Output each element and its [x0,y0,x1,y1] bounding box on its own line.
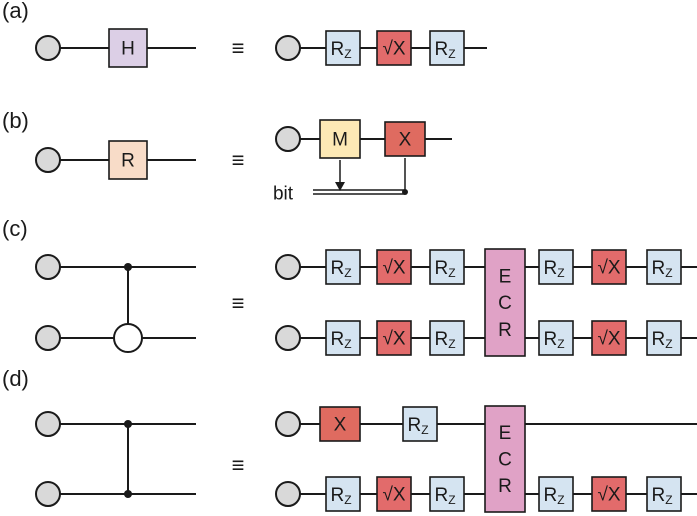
rz-gate-label: RZ [651,258,672,281]
rz-gate [429,30,465,66]
panel-label: (a) [2,0,29,23]
reset-gate-label: R [121,151,135,172]
ecr-gate-letter: E [499,423,512,444]
ecr-gate-letter: E [499,266,512,287]
rz-gate-label: RZ [330,485,351,508]
sqrt-x-gate [591,249,627,285]
qubit-circle [35,325,61,351]
qubit-circle [35,35,61,61]
sqrt-x-gate [376,249,412,285]
ecr-gate-letter: C [498,293,512,314]
rz-gate [646,476,682,512]
equivalence-sign: ≡ [232,36,245,61]
rz-gate-label: RZ [330,329,351,352]
control-dot [402,189,408,195]
rz-gate [646,320,682,356]
rz-gate [325,249,361,285]
ecr-gate-letter: C [498,450,512,471]
qubit-circle [275,325,301,351]
sqrt-x-gate-label: √X [597,485,620,506]
rz-gate-label: RZ [407,415,428,438]
sqrt-x-gate-label: √X [382,39,405,60]
measure-gate [319,119,361,159]
control-dot [124,490,132,498]
qubit-circle [275,254,301,280]
rz-gate [429,249,465,285]
sqrt-x-gate-label: √X [382,258,405,279]
rz-gate-label: RZ [543,258,564,281]
rz-gate-label: RZ [434,258,455,281]
qubit-circle [35,254,61,280]
sqrt-x-gate [591,320,627,356]
x-gate [384,121,426,157]
rz-gate [538,476,574,512]
sqrt-x-gate [591,476,627,512]
panel-label: (d) [2,366,29,391]
ecr-gate-letter: R [498,320,512,341]
qubit-circle [35,411,61,437]
equivalence-sign: ≡ [232,148,245,173]
sqrt-x-gate-label: √X [597,329,620,350]
rz-gate-label: RZ [651,485,672,508]
rz-gate-label: RZ [434,329,455,352]
measure-arrow [335,182,345,191]
x-gate-label: X [399,130,412,151]
qubit-circle [275,411,301,437]
rz-gate [325,320,361,356]
sqrt-x-gate-label: √X [597,258,620,279]
rz-gate [538,320,574,356]
sqrt-x-gate [376,320,412,356]
hadamard-gate-label: H [121,39,135,60]
rz-gate-label: RZ [651,329,672,352]
cnot-target [113,323,143,353]
ecr-gate [484,405,526,513]
rz-gate-label: RZ [434,485,455,508]
sqrt-x-gate [376,30,412,66]
control-dot [124,420,132,428]
measure-gate-label: M [332,130,348,151]
rz-gate [646,249,682,285]
panel-label: (b) [2,108,29,133]
rz-gate-label: RZ [543,485,564,508]
equivalence-sign: ≡ [232,291,245,316]
rz-gate [538,249,574,285]
equivalence-sign: ≡ [232,453,245,478]
rz-gate [402,406,438,442]
qubit-circle [35,481,61,507]
rz-gate-label: RZ [330,258,351,281]
rz-gate [429,476,465,512]
ecr-gate-letter: R [498,476,512,497]
rz-gate [325,476,361,512]
classical-bit-label: bit [273,184,294,205]
rz-gate [325,30,361,66]
rz-gate-label: RZ [330,39,351,62]
control-dot [124,263,132,271]
rz-gate-label: RZ [434,39,455,62]
reset-gate [108,140,148,180]
hadamard-gate [108,28,148,68]
rz-gate [429,320,465,356]
rz-gate-label: RZ [543,329,564,352]
qubit-circle [35,147,61,173]
sqrt-x-gate-label: √X [382,485,405,506]
x-gate-label: X [334,415,347,436]
x-gate [319,406,361,442]
ecr-gate [484,248,526,357]
sqrt-x-gate [376,476,412,512]
sqrt-x-gate-label: √X [382,329,405,350]
panel-label: (c) [2,216,28,241]
qubit-circle [275,126,301,152]
qubit-circle [275,481,301,507]
qubit-circle [275,35,301,61]
